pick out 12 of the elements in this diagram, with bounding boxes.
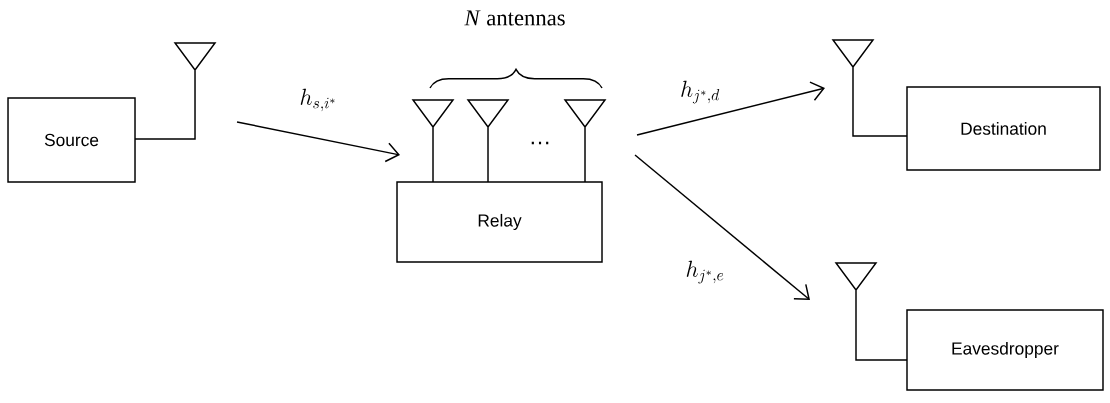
arrow [634, 154, 810, 300]
ellipsis: … [531, 141, 549, 145]
edge-label: $h_{j^*,e}$ [686, 260, 724, 284]
arrow [636, 81, 825, 136]
brace-label: N antennas [464, 10, 565, 26]
box: Source [7, 97, 136, 183]
box: Eavesdropper [906, 309, 1104, 391]
edge-label: $h_{s,i^*}$ [300, 88, 335, 112]
edge-label: $h_{j^*,d}$ [681, 80, 720, 104]
arrow [236, 121, 400, 163]
box: Relay [396, 181, 603, 263]
box: Destination [906, 86, 1101, 171]
